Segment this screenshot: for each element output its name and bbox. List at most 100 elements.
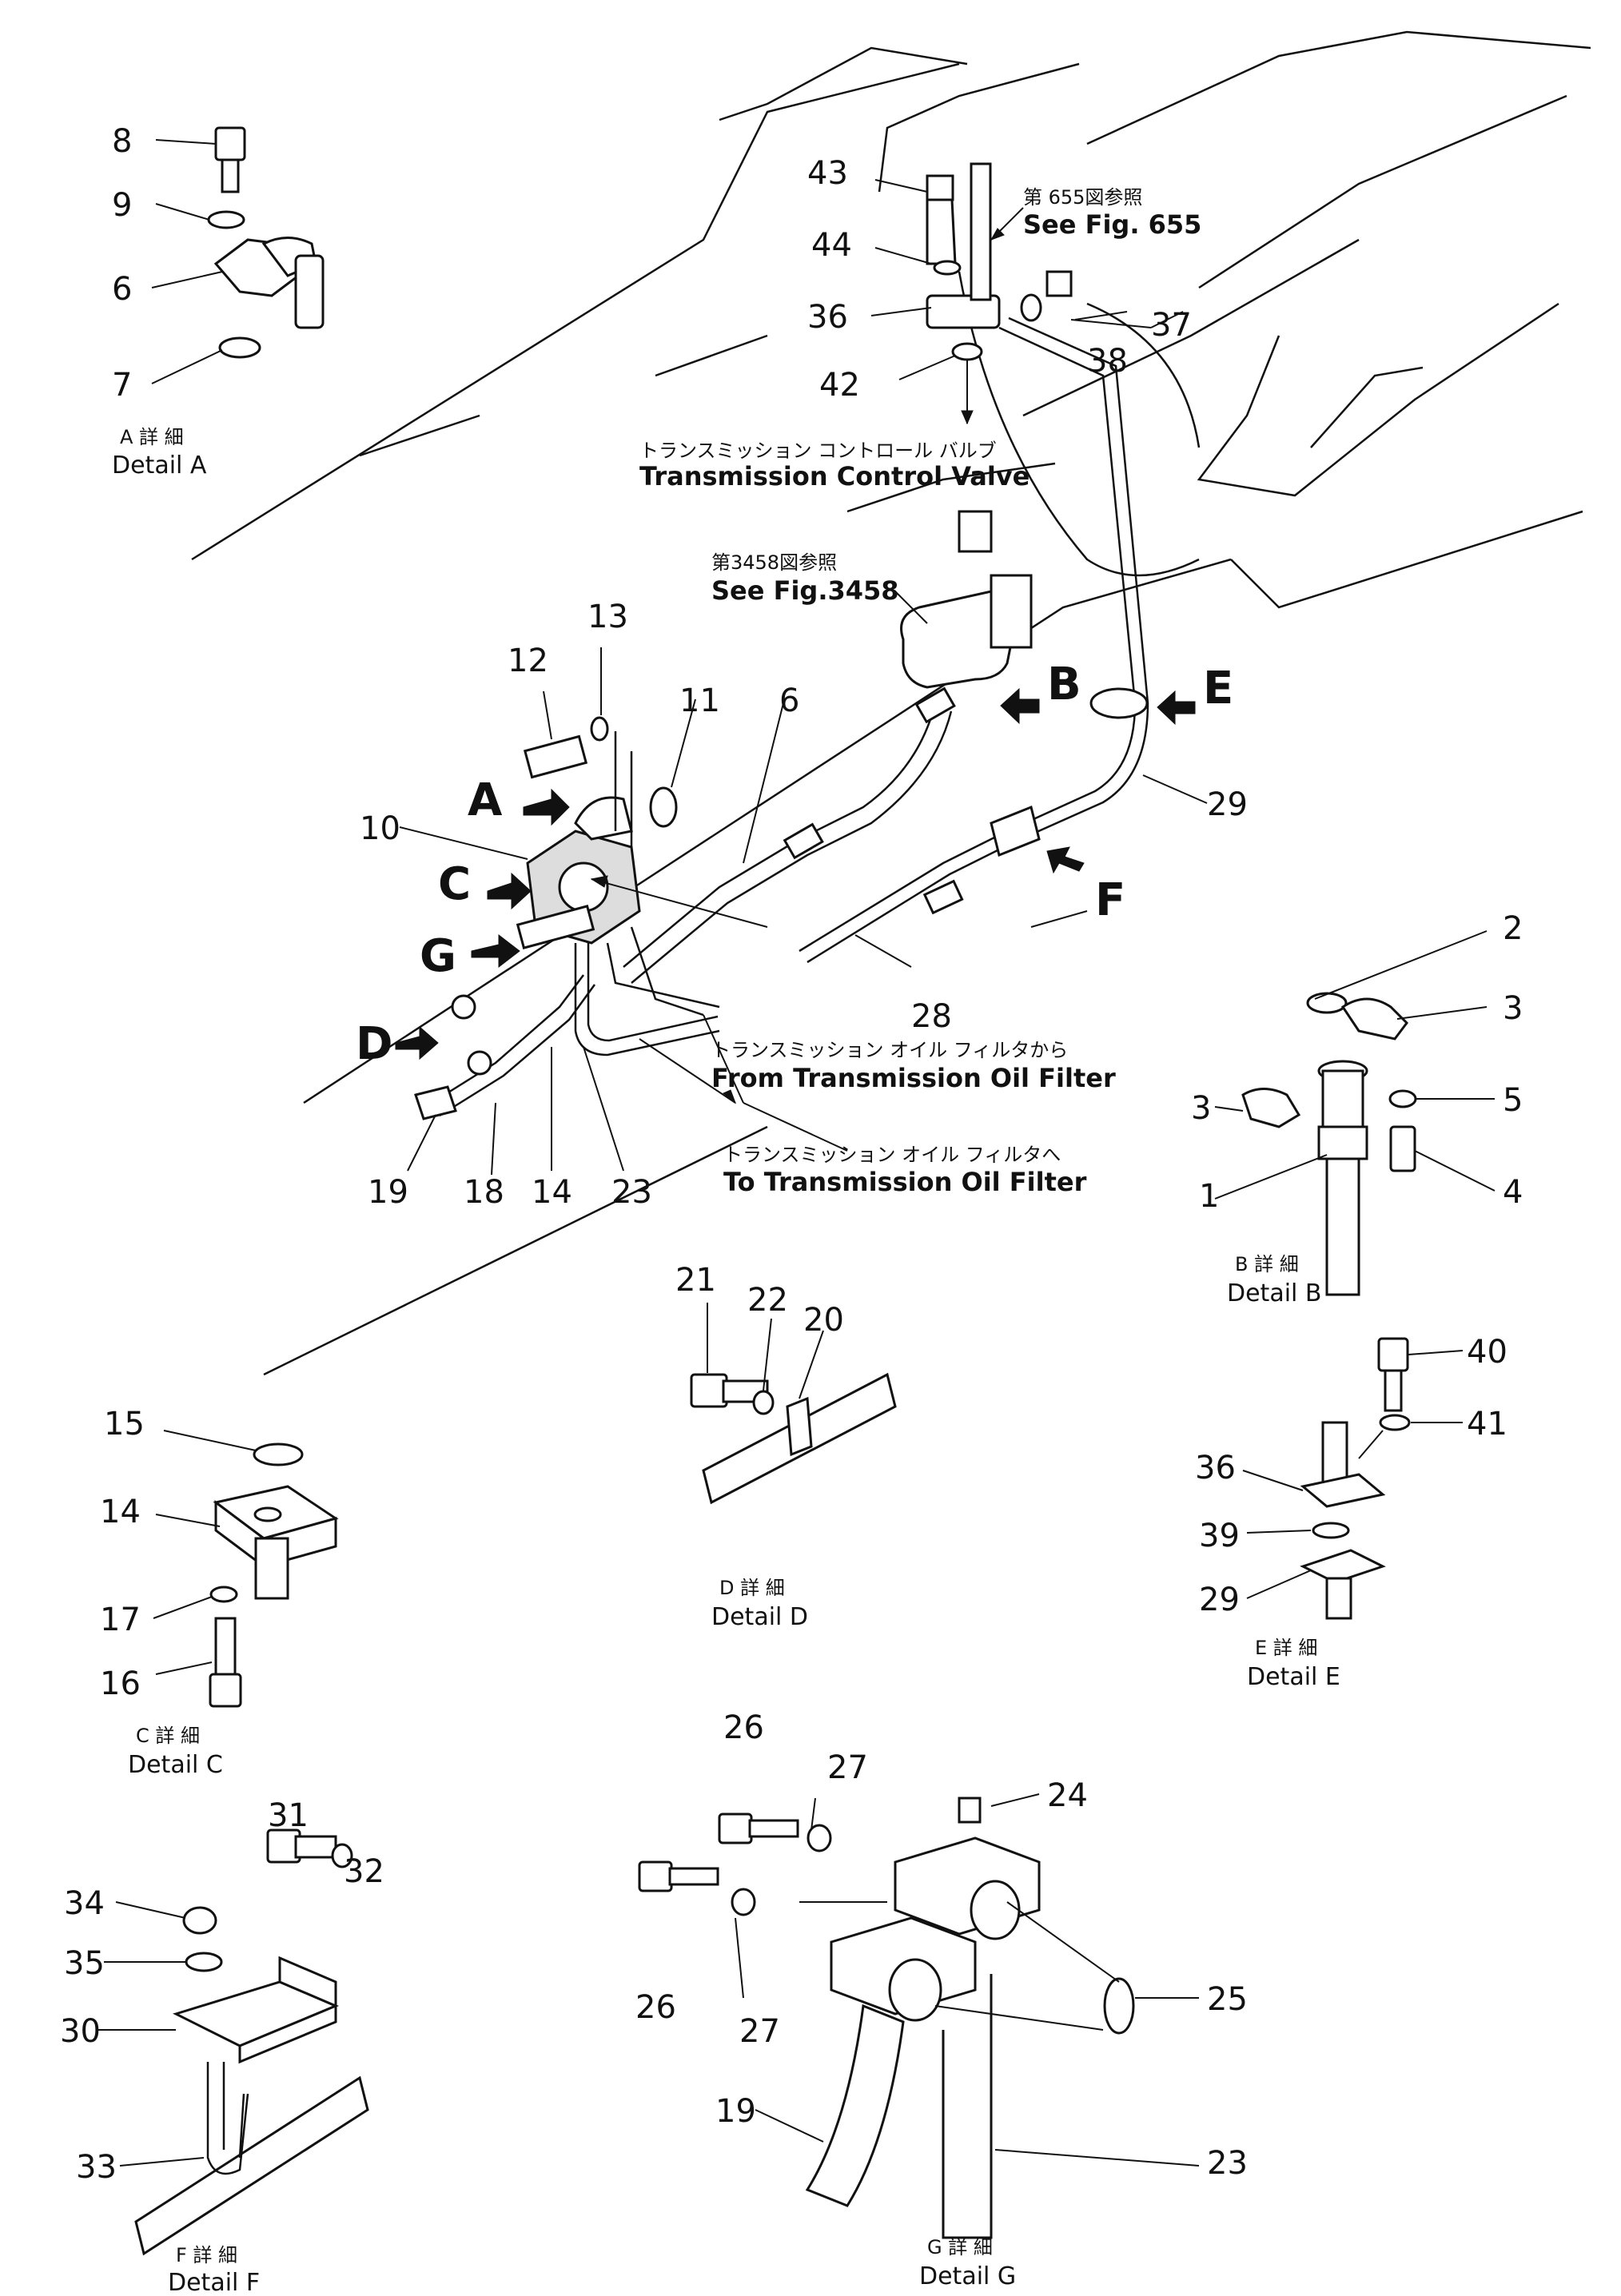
part-11: 11 [679, 682, 720, 719]
view-arrows [395, 687, 1196, 1060]
part-19: 19 [715, 2093, 756, 2130]
caption-detail-d: Detail D [711, 1603, 808, 1631]
leader-lines-main [399, 179, 1208, 1176]
part-15: 15 [104, 1406, 145, 1442]
caption-detail-g-jp: G 詳 細 [927, 2236, 993, 2258]
part-17: 17 [100, 1602, 141, 1638]
part-28: 28 [911, 998, 952, 1035]
part-36: 36 [807, 299, 848, 336]
part-numbers: 2 3 3 4 5 1 8 9 6 7 10 11 12 13 6 14 18 … [60, 123, 1523, 2186]
caption-detail-e-jp: E 詳 細 [1255, 1637, 1317, 1659]
part-10: 10 [360, 810, 400, 847]
note-fig3458-jp: 第3458図参照 [711, 551, 837, 574]
note-tcv-jp: トランスミッション コントロール バルブ [639, 440, 997, 462]
part-16: 16 [100, 1665, 141, 1702]
detail-g [638, 1793, 1200, 2239]
part-26: 26 [723, 1709, 764, 1746]
caption-detail-c-jp: C 詳 細 [136, 1725, 200, 1747]
part-13: 13 [587, 599, 628, 635]
part-29: 29 [1207, 786, 1248, 823]
part-14: 14 [100, 1494, 141, 1530]
caption-detail-g: Detail G [919, 2262, 1016, 2290]
detail-b [1214, 930, 1496, 1296]
part-5: 5 [1503, 1082, 1523, 1119]
view-letters: A B C D E F G [356, 659, 1233, 1070]
part-24: 24 [1047, 1777, 1088, 1814]
part-22: 22 [747, 1282, 788, 1319]
part-4: 4 [1503, 1174, 1523, 1211]
part-19: 19 [368, 1174, 408, 1211]
note-tcv-en: Transmission Control Valve [639, 461, 1030, 491]
part-18: 18 [464, 1174, 504, 1211]
part-41: 41 [1467, 1406, 1507, 1442]
detail-captions: A 詳 細 Detail A B 詳 細 Detail B C 詳 細 Deta… [112, 426, 1340, 2296]
part-32: 32 [344, 1853, 384, 1890]
part-6: 6 [779, 682, 799, 719]
caption-detail-a: Detail A [112, 452, 207, 479]
part-8: 8 [112, 123, 132, 160]
detail-a [151, 126, 325, 384]
view-letter-f: F [1095, 874, 1125, 926]
part-20: 20 [803, 1302, 844, 1339]
part-3: 3 [1191, 1090, 1211, 1127]
part-30: 30 [60, 2013, 101, 2050]
detail-c [153, 1430, 339, 1708]
notes: 第 655図参照 See Fig. 655 トランスミッション コントロール バ… [639, 186, 1201, 1197]
caption-detail-e: Detail E [1247, 1663, 1340, 1691]
detail-f [98, 1828, 369, 2256]
detail-d [690, 1303, 897, 1505]
part-23: 23 [1207, 2145, 1248, 2182]
view-letter-g: G [420, 930, 456, 982]
view-letter-c: C [438, 858, 471, 910]
part-21: 21 [675, 1262, 716, 1299]
part-23: 23 [611, 1174, 652, 1211]
detail-e [1242, 1337, 1464, 1620]
note-from-filter-jp: トランスミッション オイル フィルタから [711, 1039, 1068, 1061]
main-assembly [414, 162, 1149, 1120]
part-1: 1 [1199, 1178, 1219, 1215]
caption-detail-b-jp: B 詳 細 [1235, 1253, 1299, 1275]
part-26: 26 [635, 1989, 676, 2026]
part-38: 38 [1087, 343, 1128, 380]
view-letter-a: A [468, 774, 503, 826]
part-39: 39 [1199, 1518, 1240, 1554]
part-27: 27 [827, 1749, 868, 1786]
part-35: 35 [64, 1945, 105, 1982]
part-37: 37 [1151, 307, 1192, 344]
note-to-filter-en: To Transmission Oil Filter [723, 1167, 1087, 1197]
caption-detail-f-jp: F 詳 細 [176, 2244, 237, 2266]
part-27: 27 [739, 2013, 780, 2050]
note-fig3458-en: See Fig.3458 [711, 575, 899, 606]
part-7: 7 [112, 367, 132, 404]
caption-detail-b: Detail B [1227, 1279, 1322, 1307]
caption-detail-a-jp: A 詳 細 [120, 426, 184, 448]
caption-detail-f: Detail F [168, 2269, 260, 2296]
part-40: 40 [1467, 1334, 1507, 1371]
part-44: 44 [811, 227, 852, 264]
part-6: 6 [112, 271, 132, 308]
caption-detail-d-jp: D 詳 細 [719, 1577, 785, 1599]
view-letter-b: B [1047, 659, 1081, 710]
note-fig655-jp: 第 655図参照 [1023, 186, 1142, 209]
part-34: 34 [64, 1885, 105, 1922]
view-letter-e: E [1203, 663, 1233, 714]
note-fig655-en: See Fig. 655 [1023, 209, 1201, 240]
part-9: 9 [112, 187, 132, 224]
part-31: 31 [268, 1797, 309, 1834]
caption-detail-c: Detail C [128, 1751, 223, 1779]
part-33: 33 [76, 2149, 117, 2186]
part-14: 14 [532, 1174, 572, 1211]
note-to-filter-jp: トランスミッション オイル フィルタへ [723, 1144, 1061, 1166]
part-12: 12 [508, 643, 548, 679]
part-43: 43 [807, 155, 848, 192]
part-2: 2 [1503, 910, 1523, 947]
part-25: 25 [1207, 1981, 1248, 2018]
part-3: 3 [1503, 990, 1523, 1027]
part-29: 29 [1199, 1582, 1240, 1618]
part-36: 36 [1195, 1450, 1236, 1486]
note-pointers [590, 207, 1024, 1152]
view-letter-d: D [356, 1018, 392, 1070]
note-from-filter-en: From Transmission Oil Filter [711, 1063, 1116, 1093]
